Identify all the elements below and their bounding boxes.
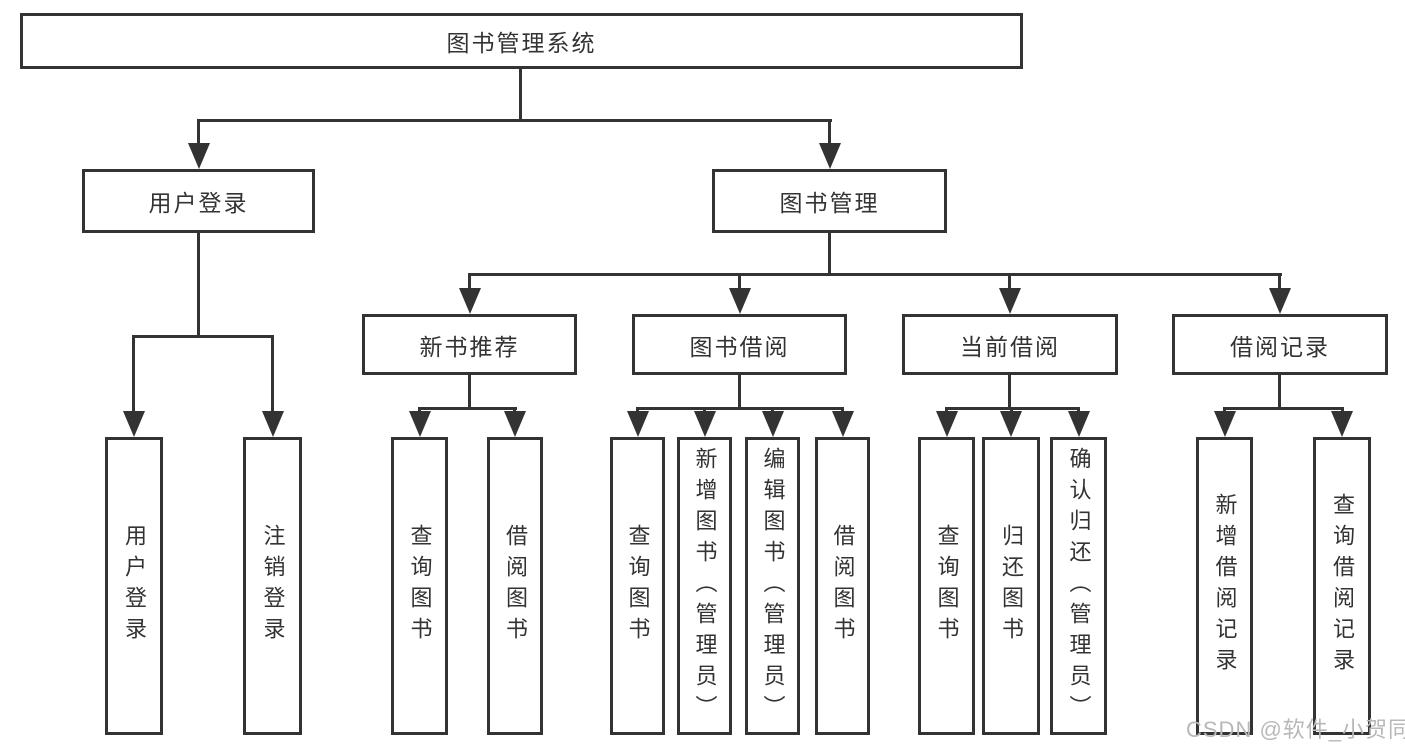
- node-label: 新增借阅记录: [1212, 493, 1238, 679]
- node-label: 编辑图书（管理员）: [760, 446, 786, 726]
- node-label: 确认归还（管理员）: [1066, 446, 1092, 726]
- node-label: 查询借阅记录: [1330, 493, 1355, 679]
- node-label: 图书管理系统: [446, 30, 597, 56]
- arrow-down-icon: [188, 143, 210, 169]
- connector-line: [1008, 375, 1011, 409]
- node-label: 借阅图书: [503, 524, 528, 648]
- connector-line: [468, 375, 471, 409]
- arrow-down-icon: [819, 143, 841, 169]
- arrow-down-icon: [123, 411, 145, 437]
- leaf-edit-books-admin: 编辑图书（管理员）: [745, 437, 800, 735]
- connector-line: [271, 335, 274, 413]
- node-label: 注销登录: [260, 524, 286, 648]
- arrow-down-icon: [1214, 411, 1236, 437]
- connector-line: [418, 407, 517, 410]
- connector-line: [1278, 375, 1281, 409]
- leaf-logout: 注销登录: [243, 437, 302, 735]
- connector-line: [132, 335, 274, 338]
- node-current-borrow: 当前借阅: [902, 314, 1118, 375]
- arrow-down-icon: [936, 411, 958, 437]
- connector-line: [1278, 273, 1281, 290]
- connector-line: [519, 69, 522, 121]
- arrow-down-icon: [729, 288, 751, 314]
- leaf-query-borrow-record: 查询借阅记录: [1313, 437, 1371, 735]
- connector-line: [468, 273, 471, 290]
- node-label: 新书推荐: [419, 333, 520, 360]
- node-label: 用户登录: [148, 190, 249, 216]
- connector-line: [1223, 407, 1344, 410]
- arrow-down-icon: [262, 411, 284, 437]
- connector-line: [841, 407, 844, 413]
- node-root-library-system: 图书管理系统: [20, 13, 1023, 69]
- connector-line: [132, 335, 135, 413]
- node-borrow-record: 借阅记录: [1172, 314, 1388, 375]
- node-label: 图书管理: [779, 190, 880, 216]
- node-label: 借阅图书: [830, 524, 856, 648]
- arrow-down-icon: [1068, 411, 1090, 437]
- node-label: 当前借阅: [960, 333, 1060, 360]
- connector-line: [1077, 407, 1080, 413]
- node-label: 查询图书: [934, 524, 960, 648]
- node-book-borrow: 图书借阅: [632, 314, 847, 375]
- connector-line: [197, 233, 200, 337]
- leaf-query-books-recommend: 查询图书: [391, 437, 448, 735]
- connector-line: [945, 407, 948, 413]
- leaf-query-books-borrow: 查询图书: [610, 437, 665, 735]
- arrow-down-icon: [504, 411, 526, 437]
- node-label: 借阅记录: [1230, 333, 1330, 360]
- arrow-down-icon: [459, 288, 481, 314]
- leaf-borrow-books: 借阅图书: [815, 437, 870, 735]
- connector-line: [418, 407, 421, 413]
- node-label: 用户登录: [122, 524, 147, 648]
- leaf-add-books-admin: 新增图书（管理员）: [677, 437, 732, 735]
- csdn-watermark: CSDN @软件_小贺同学: [1186, 717, 1405, 742]
- leaf-user-login: 用户登录: [105, 437, 163, 735]
- arrow-down-icon: [627, 411, 649, 437]
- connector-line: [1341, 407, 1344, 413]
- arrow-down-icon: [1331, 411, 1353, 437]
- connector-line: [703, 407, 706, 413]
- connector-line: [738, 273, 741, 290]
- arrow-down-icon: [762, 411, 784, 437]
- connector-line: [468, 273, 1282, 276]
- leaf-query-books-current: 查询图书: [918, 437, 975, 735]
- connector-line: [771, 407, 774, 413]
- leaf-add-borrow-record: 新增借阅记录: [1196, 437, 1253, 735]
- connector-line: [738, 375, 741, 409]
- arrow-down-icon: [409, 411, 431, 437]
- connector-line: [197, 119, 200, 145]
- node-label: 查询图书: [407, 524, 433, 648]
- node-label: 图书借阅: [689, 333, 790, 360]
- node-label: 归还图书: [999, 524, 1024, 648]
- connector-line: [1008, 273, 1011, 290]
- connector-line: [636, 407, 639, 413]
- leaf-confirm-return-admin: 确认归还（管理员）: [1050, 437, 1107, 735]
- connector-line: [197, 119, 832, 122]
- arrow-down-icon: [1000, 411, 1022, 437]
- arrow-down-icon: [832, 411, 854, 437]
- node-new-book-recommend: 新书推荐: [362, 314, 577, 375]
- arrow-down-icon: [1269, 288, 1291, 314]
- leaf-borrow-books-recommend: 借阅图书: [487, 437, 543, 735]
- node-book-management: 图书管理: [712, 169, 947, 233]
- node-user-login: 用户登录: [82, 169, 315, 233]
- arrow-down-icon: [999, 288, 1021, 314]
- node-label: 查询图书: [625, 524, 651, 648]
- connector-line: [828, 119, 831, 145]
- connector-line: [828, 233, 831, 275]
- node-label: 新增图书（管理员）: [692, 446, 718, 726]
- leaf-return-books: 归还图书: [982, 437, 1040, 735]
- connector-line: [513, 407, 516, 413]
- connector-line: [636, 407, 844, 410]
- connector-line: [1010, 407, 1013, 413]
- arrow-down-icon: [694, 411, 716, 437]
- connector-line: [1223, 407, 1226, 413]
